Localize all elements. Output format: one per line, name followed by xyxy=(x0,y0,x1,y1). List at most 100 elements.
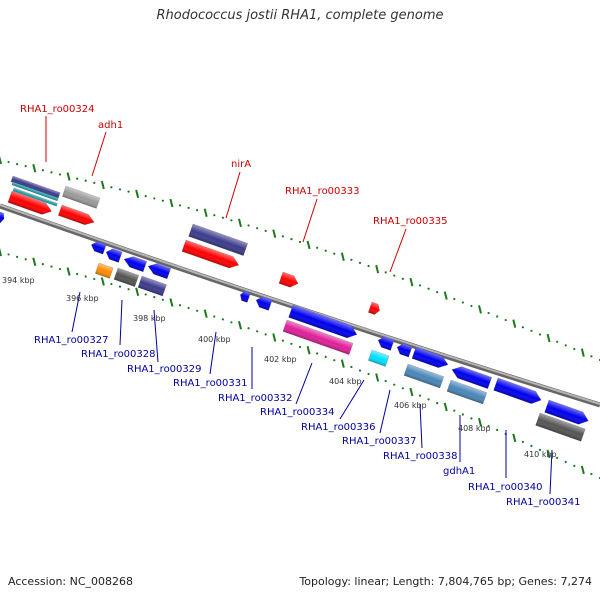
grid-dot xyxy=(367,264,370,268)
grid-lines xyxy=(0,155,600,480)
gene-arrow xyxy=(403,363,445,389)
grid-dot xyxy=(538,333,542,336)
grid-dot xyxy=(427,398,430,401)
grid-dot xyxy=(256,227,259,230)
scale-label: 406 kbp xyxy=(394,401,427,410)
map-title: Rhodococcus jostii RHA1, complete genome xyxy=(156,8,444,23)
gene-label[interactable]: RHA1_ro00333 xyxy=(285,186,360,197)
grid-dot xyxy=(281,235,284,238)
genome-backbone xyxy=(0,203,600,408)
grid-dot xyxy=(350,365,353,369)
gene-shade xyxy=(106,248,123,263)
gene-shade xyxy=(7,191,52,215)
grid-dot xyxy=(247,327,250,330)
grid-dot xyxy=(556,340,559,343)
gene-label[interactable]: RHA1_ro00329 xyxy=(127,364,202,375)
gene-label[interactable]: RHA1_ro00340 xyxy=(468,482,543,493)
gene-arrow xyxy=(0,211,5,224)
grid-dot xyxy=(50,171,53,174)
grid-dot xyxy=(461,413,464,416)
gene-label[interactable]: nirA xyxy=(231,159,251,170)
gene-shade xyxy=(91,241,107,255)
scale-label: 398 kbp xyxy=(133,314,166,323)
gene-label[interactable]: RHA1_ro00327 xyxy=(34,335,109,346)
gene-shade xyxy=(544,400,589,425)
grid-dot xyxy=(290,238,293,241)
grid-dot xyxy=(521,440,524,443)
gene-label[interactable]: RHA1_ro00328 xyxy=(81,349,156,360)
gene-label[interactable]: RHA1_ro00334 xyxy=(260,407,335,418)
gene-label[interactable]: RHA1_ro00335 xyxy=(373,216,448,227)
grid-dot xyxy=(384,271,387,274)
grid-tick xyxy=(409,277,414,287)
gene-label[interactable]: RHA1_ro00332 xyxy=(218,393,293,404)
gene-label[interactable]: RHA1_ro00336 xyxy=(301,422,376,433)
gene-arrow xyxy=(367,349,390,367)
grid-dot xyxy=(127,190,130,193)
grid-dot xyxy=(50,265,53,268)
callout-line xyxy=(339,379,365,420)
gene-shade xyxy=(397,343,413,358)
grid-dot xyxy=(393,383,396,386)
grid-dot xyxy=(384,379,387,383)
gene-label[interactable]: RHA1_ro00337 xyxy=(342,436,417,447)
grid-tick xyxy=(443,291,448,300)
gene-label[interactable]: gdhA1 xyxy=(443,466,475,477)
grid-dot xyxy=(16,163,19,166)
gene-label[interactable]: RHA1_ro00341 xyxy=(506,497,581,508)
grid-dot xyxy=(393,274,396,277)
grid-dot xyxy=(24,258,27,261)
callout-line xyxy=(91,131,107,177)
grid-tick xyxy=(100,180,105,190)
genome-summary-text: Topology: linear; Length: 7,804,765 bp; … xyxy=(299,575,592,588)
gene-shade xyxy=(403,364,444,388)
gene-label[interactable]: RHA1_ro00338 xyxy=(383,451,458,462)
gene-label[interactable]: RHA1_ro00324 xyxy=(20,104,95,115)
gene-shade xyxy=(58,205,95,225)
gene-shade xyxy=(12,188,58,207)
scale-label: 396 kbp xyxy=(66,294,99,303)
grid-dot xyxy=(76,272,79,276)
gene-arrow xyxy=(411,346,449,368)
scale-label: 400 kbp xyxy=(198,335,231,344)
grid-dot xyxy=(470,304,473,308)
grid-dot xyxy=(436,291,439,294)
gene-arrow xyxy=(288,304,358,339)
grid-dot xyxy=(264,333,267,336)
grid-dot xyxy=(350,258,353,261)
grid-dot xyxy=(333,359,336,362)
callout-line xyxy=(209,331,217,375)
grid-dot xyxy=(221,216,224,219)
gene-label[interactable]: RHA1_ro00331 xyxy=(173,378,248,389)
gene-shade xyxy=(378,336,395,351)
grid-tick xyxy=(32,257,37,266)
grid-dot xyxy=(178,204,182,207)
grid-dot xyxy=(461,301,464,304)
gene-arrow xyxy=(255,296,273,311)
grid-tick xyxy=(340,252,345,261)
gene-shade xyxy=(62,186,100,209)
grid-dot xyxy=(453,297,456,301)
grid-dot xyxy=(590,472,593,476)
gene-arrow xyxy=(544,399,589,425)
gene-arrow xyxy=(278,271,299,288)
gene-shade xyxy=(288,305,357,338)
grid-dot xyxy=(573,347,576,351)
gene-label[interactable]: adh1 xyxy=(98,120,123,131)
grid-tick xyxy=(203,208,208,217)
gene-arrow xyxy=(113,267,140,288)
grid-dot xyxy=(290,342,293,345)
grid-dot xyxy=(324,355,327,358)
grid-dot xyxy=(358,261,362,264)
gene-arrow xyxy=(94,262,114,279)
gene-shade xyxy=(0,212,4,223)
callout-line xyxy=(153,309,159,363)
grid-dot xyxy=(84,179,87,182)
grid-dot xyxy=(93,181,96,184)
gene-arrow xyxy=(12,187,58,207)
gene-shade xyxy=(240,291,251,303)
callout-line xyxy=(379,389,391,434)
scale-label: 410 kbp xyxy=(524,450,557,459)
gene-arrow xyxy=(61,185,101,209)
